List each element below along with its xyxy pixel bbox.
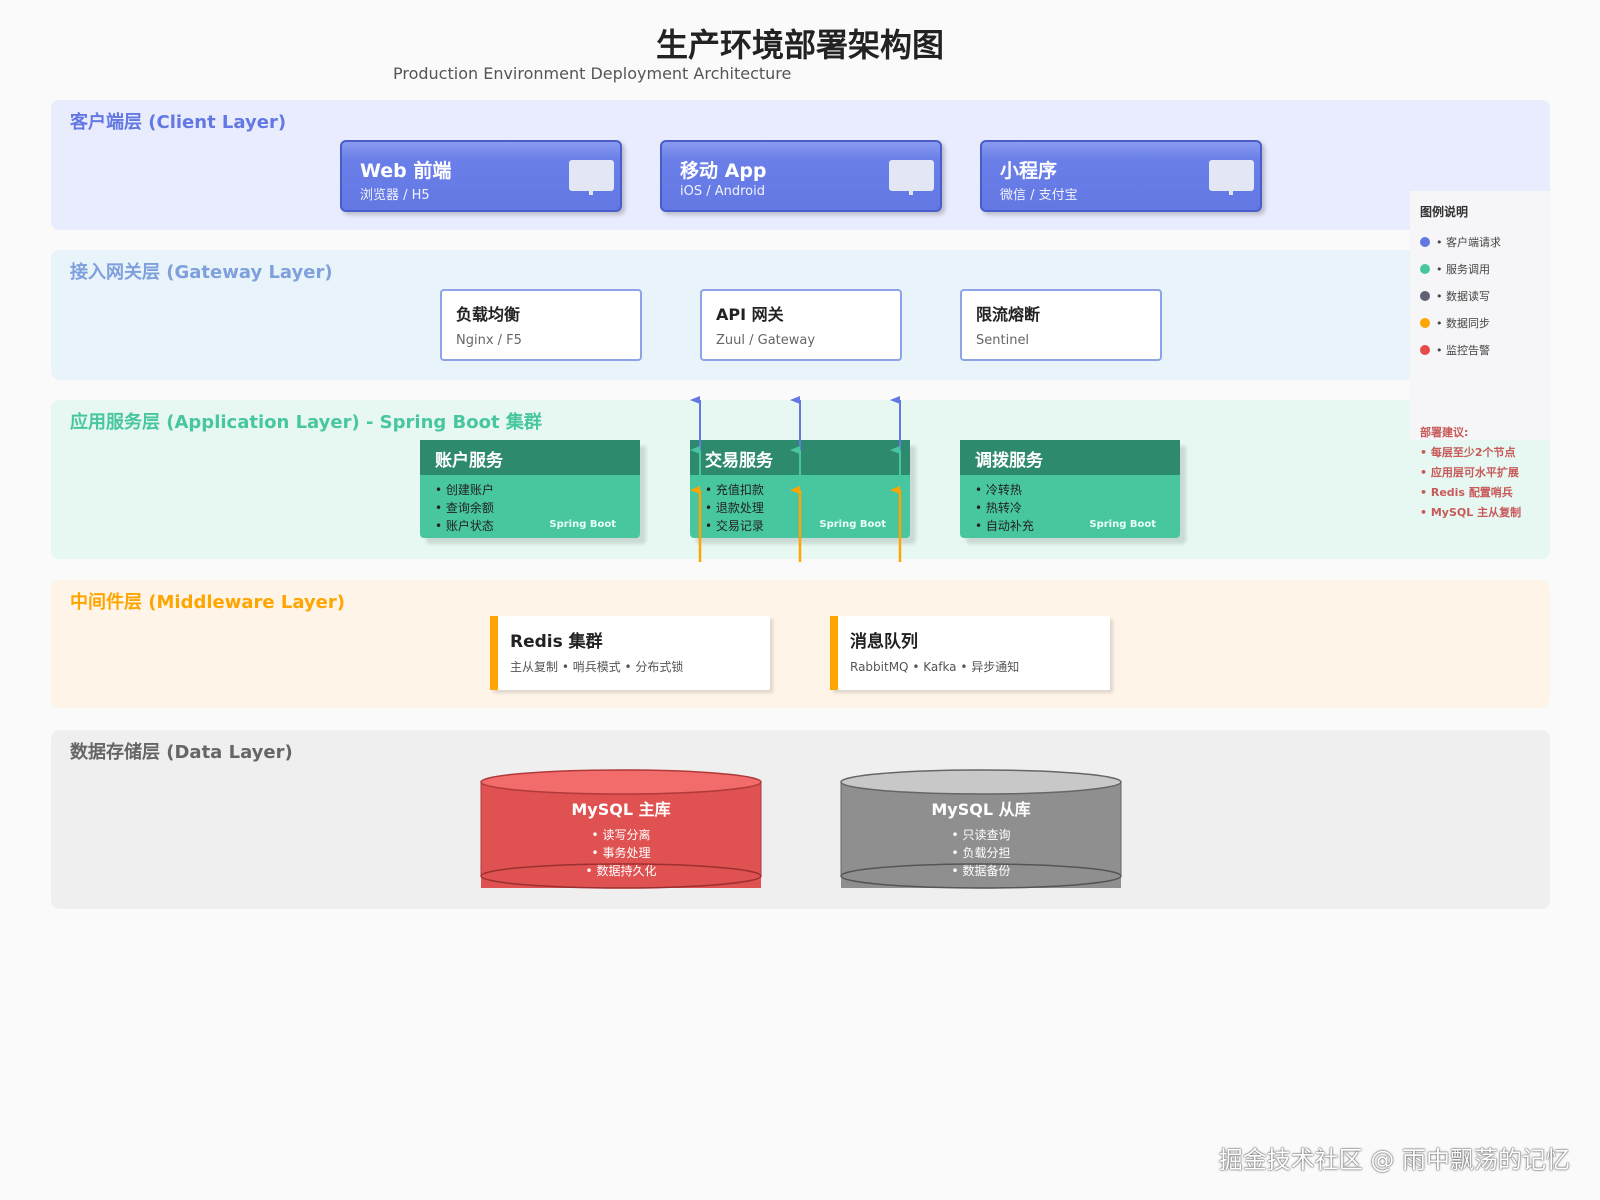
advice-item: • MySQL 主从复制 [1420, 506, 1522, 519]
legend-dot-icon [1420, 317, 1430, 328]
card-title: 限流熔断 [976, 305, 1041, 324]
cylinder-icon [480, 769, 762, 889]
card-title: 小程序 [1000, 160, 1058, 182]
card-subtitle: Nginx / F5 [456, 333, 522, 348]
card-subtitle: 浏览器 / H5 [360, 188, 430, 203]
layer-title: 中间件层 (Middleware Layer) [70, 592, 345, 613]
db-title: MySQL 从库 [931, 800, 1031, 819]
data-layer: 数据存储层 (Data Layer) MySQL 主库 • 读写分离 • 事务处理 •… [51, 730, 1550, 909]
gateway-layer: 接入网关层 (Gateway Layer) 负载均衡 Nginx / F5 API… [51, 250, 1550, 380]
service-item: • 热转冷 [975, 501, 1022, 515]
monitor-icon [889, 160, 934, 195]
service-item: • 查询余额 [435, 501, 494, 515]
card-title: 负载均衡 [456, 305, 521, 324]
mobile-app-card[interactable]: 移动 App iOS / Android [660, 140, 942, 212]
service-item: • 充值扣款 [705, 483, 764, 497]
card-subtitle: iOS / Android [680, 184, 766, 199]
mini-program-card[interactable]: 小程序微信 / 支付宝 [980, 140, 1262, 212]
legend-dot-icon [1420, 344, 1430, 355]
db-item: • 数据备份 [951, 864, 1011, 878]
mysql-slave-db[interactable]: MySQL 从库 • 只读查询 • 负载分担 • 数据备份 [840, 768, 1122, 889]
db-item: • 负载分担 [951, 846, 1011, 860]
card-title: 移动 App [680, 160, 767, 182]
card-subtitle: 微信 / 支付宝 [1000, 188, 1078, 203]
advice-title: 部署建议: [1420, 426, 1469, 439]
legend-item: • 客户端请求 [1420, 224, 1540, 259]
api-gateway-card[interactable]: API 网关 Zuul / Gateway [700, 289, 902, 361]
card-title: Redis 集群 [510, 632, 603, 652]
legend-label: • 数据同步 [1436, 316, 1490, 330]
legend-panel: 图例说明 • 客户端请求 • 服务调用 • 数据读写 • 数据同步 • 监控告警 [1410, 191, 1550, 440]
db-item: • 事务处理 [591, 846, 651, 860]
spring-boot-tag: Spring Boot [1089, 519, 1156, 530]
service-item: • 账户状态 [435, 519, 494, 533]
advice-item: • Redis 配置哨兵 [1420, 486, 1513, 499]
data-sync-arrows [690, 486, 902, 562]
web-frontend-card[interactable]: Web 前端浏览器 / H5 [340, 140, 622, 212]
mysql-master-db[interactable]: MySQL 主库 • 读写分离 • 事务处理 • 数据持久化 [480, 768, 762, 889]
spring-boot-tag: Spring Boot [549, 519, 616, 530]
db-item: • 数据持久化 [585, 864, 657, 878]
advice-item: • 应用层可水平扩展 [1420, 466, 1519, 479]
db-item: • 只读查询 [951, 828, 1011, 842]
advice-item: • 每层至少2个节点 [1420, 446, 1516, 459]
card-subtitle: Sentinel [976, 333, 1030, 348]
rate-limiter-card[interactable]: 限流熔断 Sentinel [960, 289, 1162, 361]
deployment-advice: 部署建议: • 每层至少2个节点 • 应用层可水平扩展 • Redis 配置哨兵… [1420, 423, 1521, 523]
db-item: • 读写分离 [591, 828, 651, 842]
page-subtitle: Production Environment Deployment Archit… [393, 64, 792, 83]
card-subtitle: RabbitMQ • Kafka • 异步通知 [850, 660, 1020, 674]
legend-label: • 客户端请求 [1436, 235, 1501, 249]
card-subtitle: 主从复制 • 哨兵模式 • 分布式锁 [510, 660, 684, 674]
message-queue-card[interactable]: 消息队列 RabbitMQ • Kafka • 异步通知 [830, 616, 1110, 690]
legend-label: • 监控告警 [1436, 343, 1490, 357]
load-balancer-card[interactable]: 负载均衡 Nginx / F5 [440, 289, 642, 361]
service-item: • 冷转热 [975, 483, 1022, 497]
service-title: 账户服务 [420, 440, 640, 475]
legend-label: • 服务调用 [1436, 262, 1490, 276]
account-service-card[interactable]: 账户服务 • 创建账户 • 查询余额 • 账户状态 Spring Boot [420, 440, 640, 538]
layer-title: 客户端层 (Client Layer) [70, 112, 287, 133]
db-title: MySQL 主库 [571, 800, 671, 819]
middleware-layer: 中间件层 (Middleware Layer) Redis 集群主从复制 • 哨… [51, 580, 1550, 708]
watermark: 掘金技术社区 @ 雨中飘荡的记忆 [1218, 1146, 1570, 1174]
redis-cluster-card[interactable]: Redis 集群主从复制 • 哨兵模式 • 分布式锁 [490, 616, 770, 690]
legend-label: • 数据读写 [1436, 289, 1490, 303]
spring-boot-tag: Spring Boot [819, 519, 886, 530]
service-item: • 交易记录 [705, 519, 764, 533]
card-title: 消息队列 [850, 632, 918, 652]
monitor-icon [569, 160, 614, 195]
client-layer: 客户端层 (Client Layer) Web 前端浏览器 / H5 移动 Ap… [51, 100, 1550, 230]
service-title: 调拨服务 [960, 440, 1180, 475]
monitor-icon [1209, 160, 1254, 195]
page-title: 生产环境部署架构图 [655, 26, 944, 64]
card-title: API 网关 [716, 305, 784, 324]
service-call-arrows [690, 446, 901, 490]
legend-item: • 数据同步 [1420, 305, 1540, 340]
legend-dot-icon [1420, 290, 1430, 301]
allocation-service-card[interactable]: 调拨服务 • 冷转热 • 热转冷 • 自动补充 Spring Boot [960, 440, 1180, 538]
legend-item: • 监控告警 [1420, 332, 1540, 367]
card-subtitle: Zuul / Gateway [716, 333, 816, 348]
service-item: • 退款处理 [705, 501, 764, 515]
legend-dot-icon [1420, 236, 1430, 247]
legend-item: • 服务调用 [1420, 251, 1540, 286]
layer-title: 应用服务层 (Application Layer) - Spring Boot … [70, 412, 542, 433]
service-item: • 创建账户 [435, 483, 494, 497]
layer-title: 数据存储层 (Data Layer) [70, 742, 293, 763]
layer-title: 接入网关层 (Gateway Layer) [70, 262, 333, 283]
card-title: Web 前端 [360, 160, 452, 182]
cylinder-icon [840, 769, 1122, 889]
legend-item: • 数据读写 [1420, 278, 1540, 313]
service-item: • 自动补充 [975, 519, 1034, 533]
legend-title: 图例说明 [1420, 205, 1469, 219]
legend-dot-icon [1420, 263, 1430, 274]
